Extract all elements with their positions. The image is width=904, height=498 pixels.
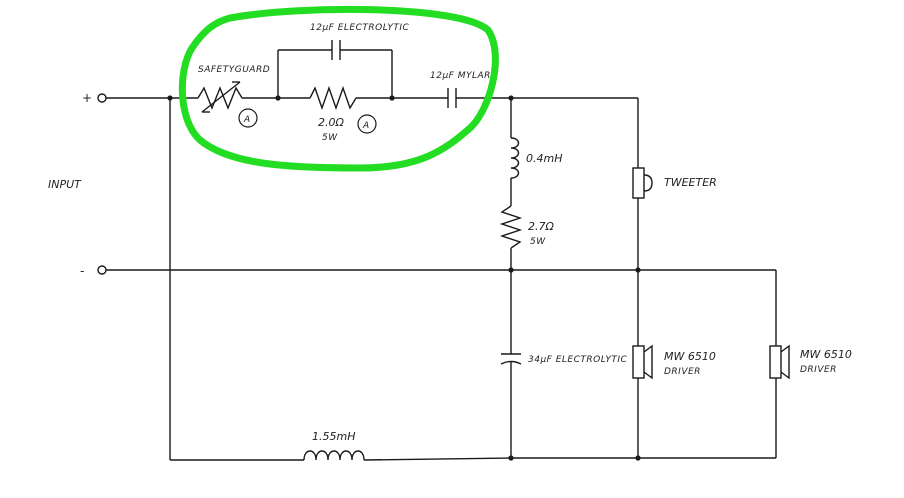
marker-a2-circle [357, 114, 377, 134]
safety-label: SAFETYGUARD [198, 65, 270, 75]
res-value-label: 2.0Ω [318, 116, 344, 129]
minus-label: - [80, 264, 84, 278]
driver2-type-label: DRIVER [800, 365, 837, 375]
top-rail [97, 40, 639, 168]
large-inductor [303, 450, 365, 461]
driver1-type-label: DRIVER [664, 367, 701, 377]
small-resistor [499, 205, 523, 249]
res-watt-label: 5W [322, 133, 338, 143]
middle-branch [499, 98, 523, 270]
tweeter-symbol [632, 167, 653, 270]
series-resistor [309, 85, 357, 111]
highlight-loop [178, 5, 499, 172]
small-inductor [510, 137, 520, 179]
input-label: INPUT [48, 178, 82, 191]
res-small-value-label: 2.7Ω [528, 220, 554, 233]
driver1-symbol [632, 270, 653, 458]
marker-a1-label: A [243, 115, 251, 125]
res-small-watt-label: 5W [530, 237, 546, 247]
driver2-symbol [769, 344, 790, 458]
tweeter-label: TWEETER [664, 176, 717, 189]
driver1-model-label: MW 6510 [664, 350, 716, 363]
top-capacitor [331, 40, 341, 60]
ind-small-label: 0.4mH [526, 152, 562, 165]
driver2-model-label: MW 6510 [800, 348, 852, 361]
ind-big-label: 1.55mH [312, 430, 355, 443]
plus-label: + [82, 91, 92, 105]
minus-terminal [97, 265, 107, 275]
marker-a2-label: A [362, 121, 370, 131]
bottom-capacitor [500, 270, 522, 458]
cap-mylar-label: 12μF MYLAR [430, 71, 491, 81]
plus-terminal [97, 93, 107, 103]
negative-rail [97, 265, 777, 346]
mylar-capacitor [447, 88, 457, 108]
cap-top-label: 12μF ELECTROLYTIC [310, 23, 410, 33]
marker-a1-circle [238, 108, 258, 128]
cap-electro-label: 34μF ELECTROLYTIC [528, 355, 628, 365]
bottom-rail [170, 450, 776, 461]
safetyguard-component [197, 81, 243, 113]
